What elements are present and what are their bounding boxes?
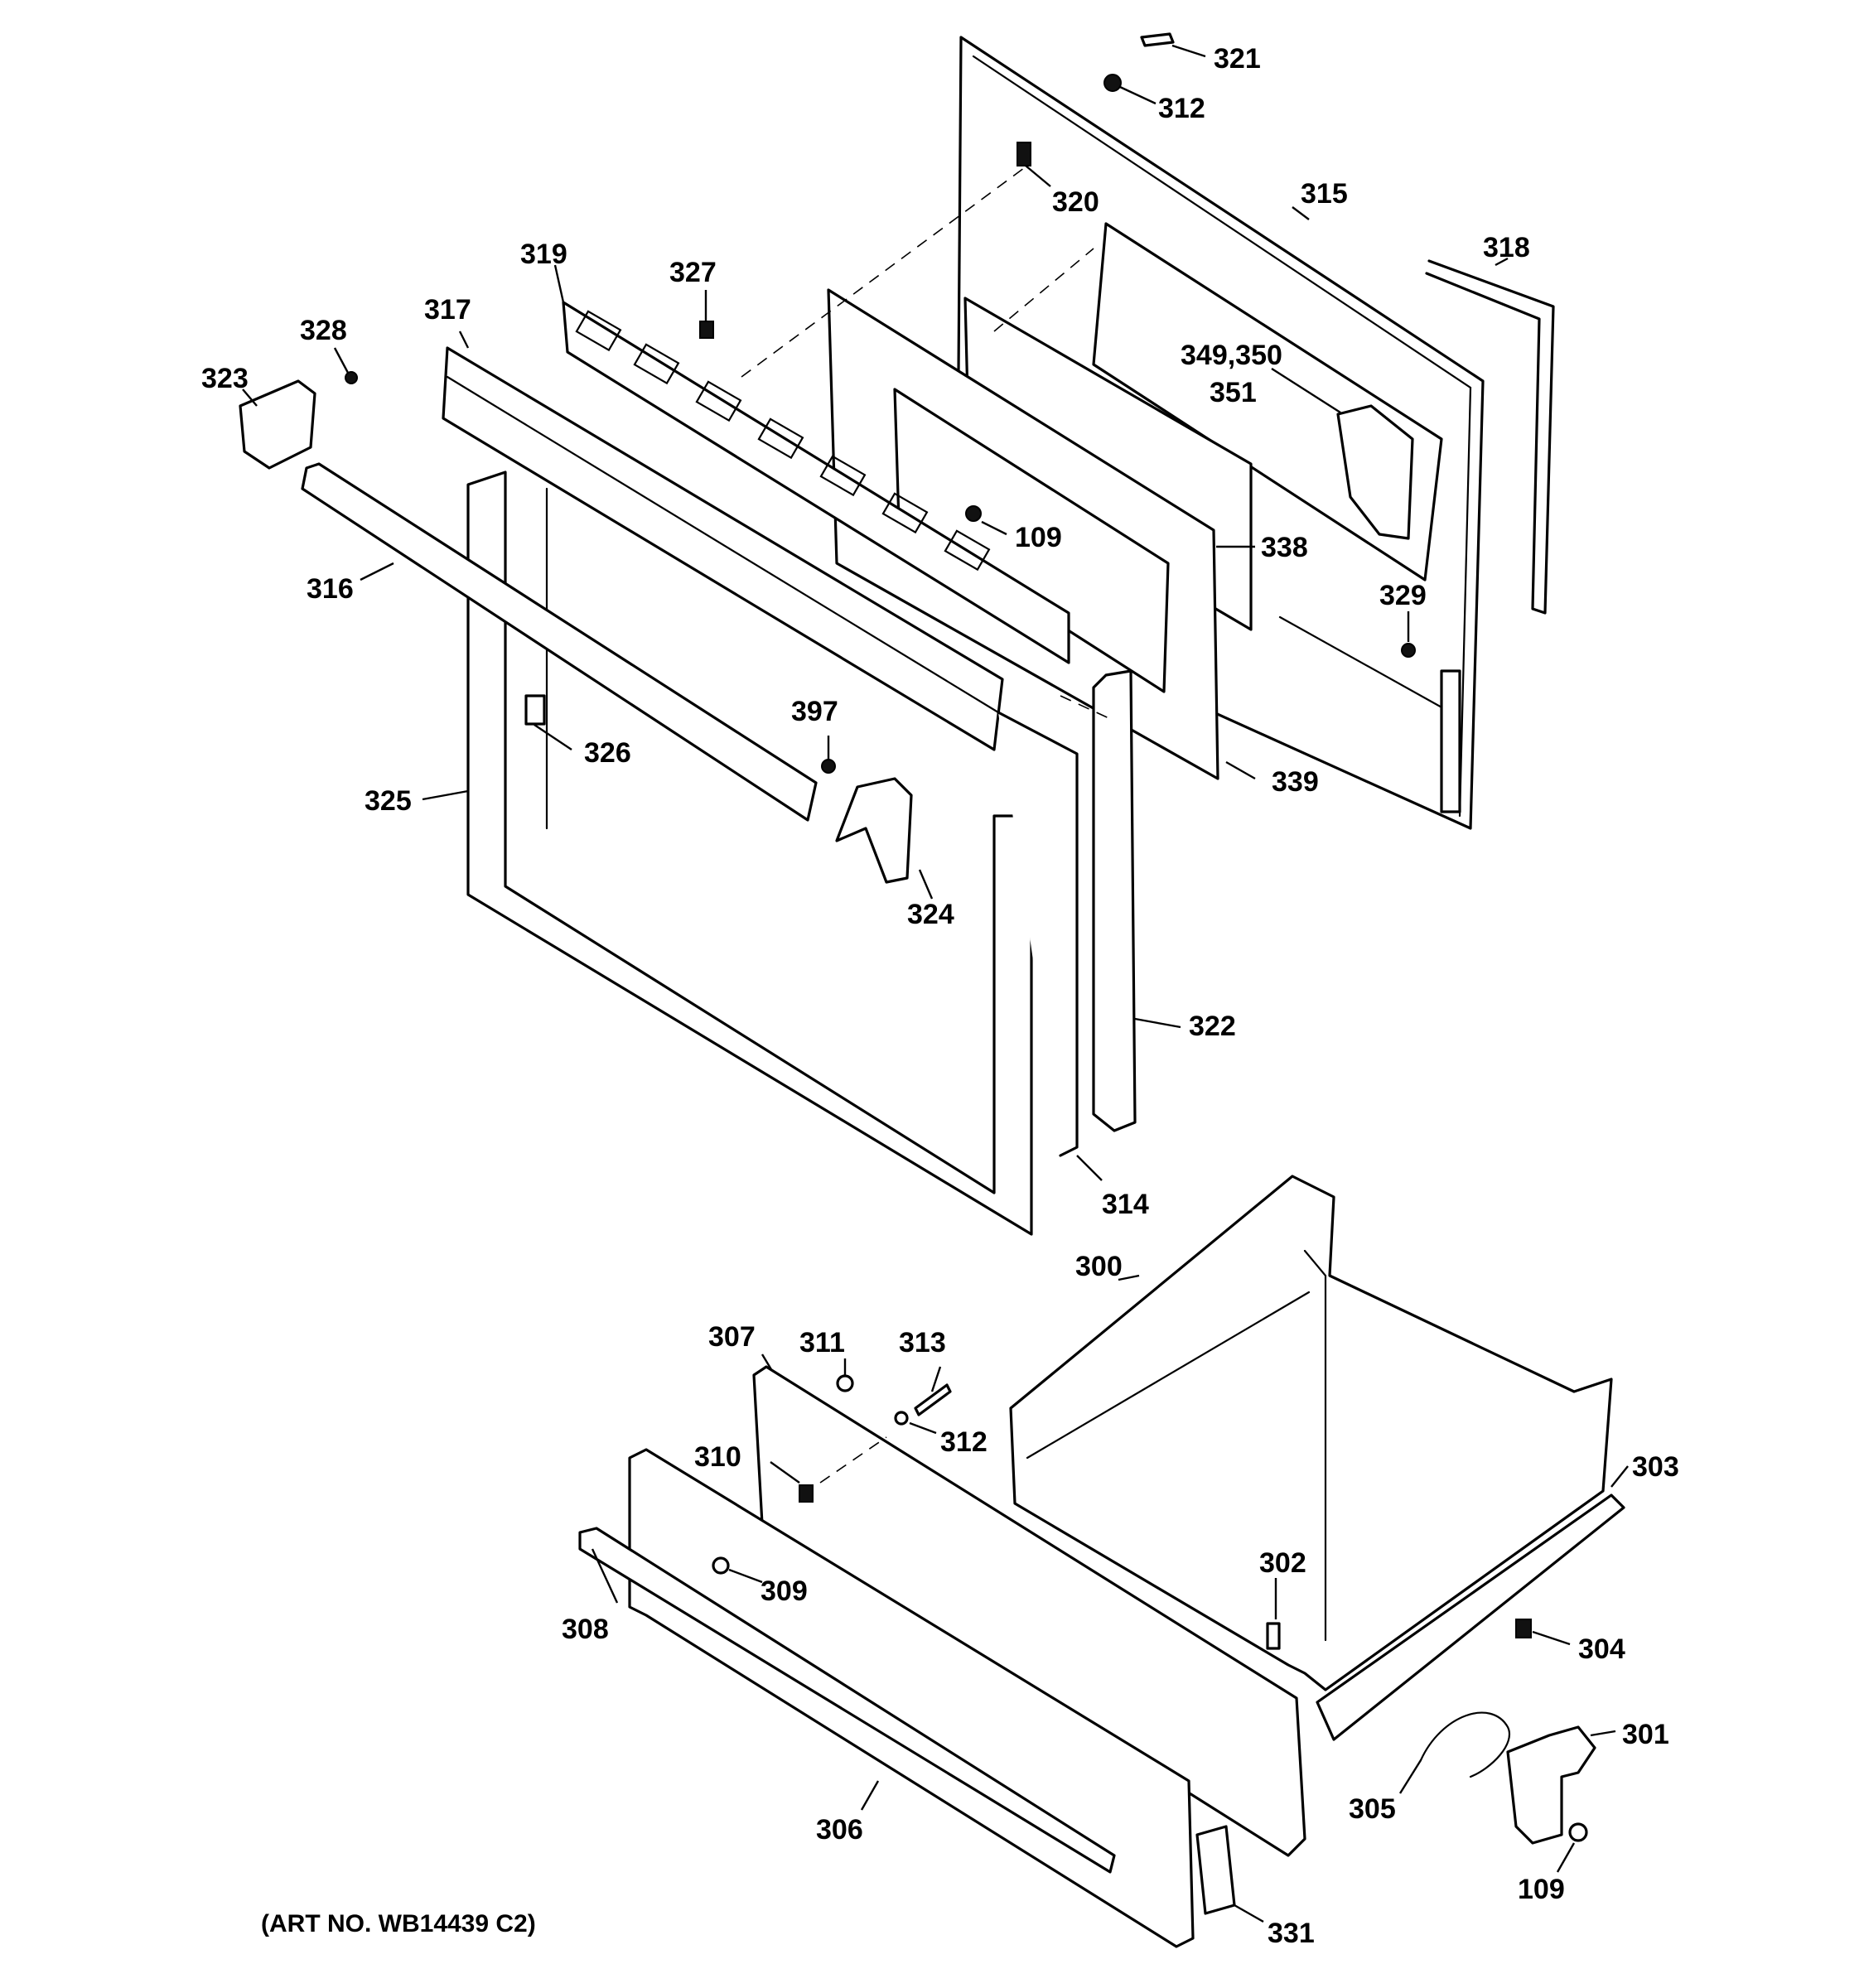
label-304: 304 — [1578, 1633, 1625, 1665]
part-319-vent-panel — [562, 301, 1070, 664]
part-318-gasket — [1425, 259, 1555, 615]
part-351-insulation — [1336, 404, 1414, 540]
label-313: 313 — [899, 1327, 946, 1358]
part-317-top-trim — [442, 346, 1004, 751]
art-number-caption: (ART NO. WB14439 C2) — [261, 1910, 536, 1937]
label-320: 320 — [1052, 186, 1099, 218]
label-339: 339 — [1272, 766, 1319, 798]
label-328: 328 — [300, 315, 347, 346]
label-312-top: 312 — [1158, 93, 1205, 124]
label-301: 301 — [1622, 1719, 1669, 1750]
part-324-bracket — [835, 777, 913, 884]
label-397: 397 — [791, 696, 838, 727]
label-326: 326 — [584, 737, 631, 769]
part-308-handle-trim — [578, 1527, 1116, 1874]
leader-lines — [242, 44, 1629, 1923]
part-303-rail — [1316, 1493, 1625, 1741]
assembly-line-lower — [819, 1436, 887, 1484]
part-314-gasket — [997, 711, 1079, 1157]
label-315: 315 — [1301, 178, 1348, 210]
label-319: 319 — [520, 239, 567, 270]
label-318: 318 — [1483, 232, 1530, 263]
part-331-bracket — [1195, 1825, 1236, 1915]
label-327: 327 — [669, 257, 717, 288]
part-323-hinge — [239, 379, 316, 470]
label-305: 305 — [1349, 1793, 1396, 1825]
label-331: 331 — [1268, 1918, 1315, 1949]
label-307: 307 — [708, 1321, 756, 1353]
fasteners-upper — [345, 32, 1416, 774]
label-312-bottom: 312 — [940, 1426, 988, 1458]
label-317: 317 — [424, 294, 471, 326]
part-300-drawer-body — [1009, 1175, 1613, 1691]
label-316: 316 — [307, 573, 354, 605]
label-323: 323 — [201, 363, 249, 394]
label-321: 321 — [1214, 43, 1261, 75]
label-302: 302 — [1259, 1547, 1306, 1579]
label-308: 308 — [562, 1614, 609, 1645]
label-306: 306 — [816, 1814, 863, 1846]
label-351: 351 — [1210, 377, 1257, 408]
label-329: 329 — [1379, 580, 1427, 611]
part-labels: 321 312 320 315 318 319 327 317 328 323 … — [201, 43, 1679, 1949]
part-339-window-frame — [827, 288, 1219, 780]
part-316-handle — [301, 462, 818, 822]
label-303: 303 — [1632, 1451, 1679, 1483]
part-305-clip — [1419, 1711, 1510, 1778]
part-301-hinge — [1506, 1725, 1596, 1845]
label-322: 322 — [1189, 1011, 1236, 1042]
label-311: 311 — [799, 1327, 845, 1358]
label-109-bottom: 109 — [1518, 1874, 1565, 1905]
part-322-side-channel — [1092, 669, 1137, 1132]
label-310: 310 — [694, 1441, 741, 1473]
label-314: 314 — [1102, 1189, 1149, 1220]
label-109-top: 109 — [1015, 522, 1062, 553]
label-300: 300 — [1075, 1251, 1123, 1282]
label-325: 325 — [365, 785, 412, 817]
fasteners-lower — [712, 1374, 1588, 1842]
assembly-lines-upper — [741, 165, 1115, 721]
label-349-350: 349,350 — [1181, 340, 1282, 371]
label-309: 309 — [761, 1575, 808, 1607]
label-324: 324 — [907, 899, 954, 930]
label-338: 338 — [1261, 532, 1308, 563]
